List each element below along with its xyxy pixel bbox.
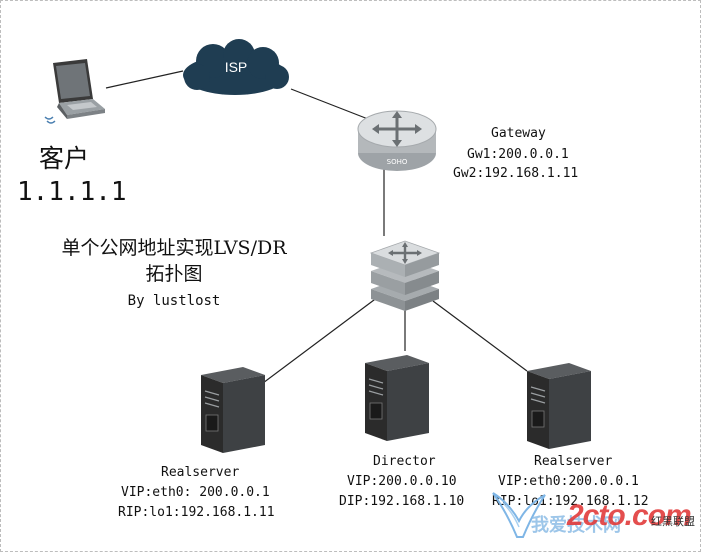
- server-left-rip: RIP:lo1:192.168.1.11: [118, 505, 275, 520]
- diagram-title: 单个公网地址实现LVS/DR: [61, 237, 287, 259]
- server-director-dip: DIP:192.168.1.10: [339, 494, 465, 509]
- server-icon-left: [199, 365, 267, 459]
- link-switch-server-left: [262, 296, 379, 384]
- server-icon-director: [363, 353, 431, 447]
- watermark-wing-icon: [489, 487, 549, 547]
- diagram-author: By lustlost: [127, 293, 221, 309]
- server-icon-right: [525, 361, 593, 455]
- watermark-corner: 红黑联盟: [651, 515, 695, 528]
- router-badge: SOHO: [386, 158, 408, 166]
- server-director-vip: VIP:200.0.0.10: [347, 474, 457, 489]
- watermark-cn: 我爱技术网: [531, 515, 621, 536]
- laptop-icon: [37, 59, 109, 135]
- isp-cloud: [177, 39, 295, 105]
- server-right-role: Realserver: [534, 454, 613, 469]
- server-left-vip: VIP:eth0: 200.0.0.1: [121, 485, 270, 500]
- server-director-role: Director: [373, 454, 436, 469]
- gateway-gw1: Gw1:200.0.0.1: [467, 147, 569, 162]
- client-ip: 1.1.1.1: [17, 177, 127, 207]
- router-icon: [356, 103, 438, 179]
- watermark-site: 2cto.com: [567, 499, 692, 532]
- diagram-subtitle: 拓扑图: [145, 263, 203, 285]
- server-left-role: Realserver: [161, 465, 240, 480]
- link-switch-server-right: [432, 300, 528, 372]
- gateway-title: Gateway: [491, 126, 546, 141]
- gateway-gw2: Gw2:192.168.1.11: [453, 166, 579, 181]
- switch-icon: [367, 233, 443, 317]
- server-right-vip: VIP:eth0:200.0.0.1: [498, 474, 639, 489]
- isp-label: ISP: [224, 59, 248, 75]
- link-isp-router: [290, 88, 369, 120]
- link-laptop-isp: [105, 70, 184, 89]
- client-name: 客户: [39, 144, 90, 173]
